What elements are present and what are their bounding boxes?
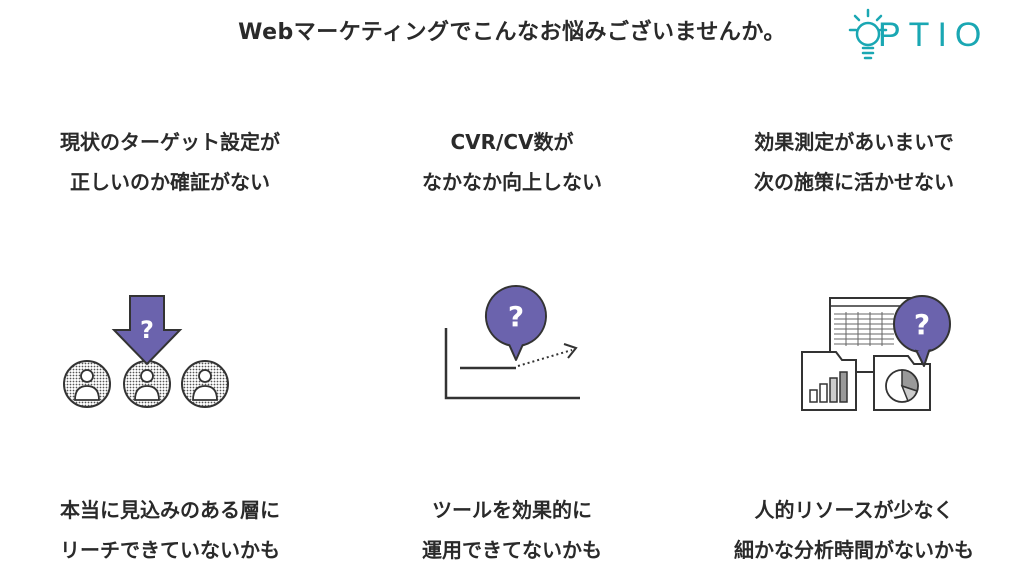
page-title: Webマーケティングでこんなお悩みございませんか。 [238,20,786,45]
cause-line: リーチできていないかも [60,538,280,562]
cause-line: 本当に見込みのある層に [60,498,280,522]
problem-text: 現状のターゲット設定が 正しいのか確証がない [0,122,340,202]
cause-line: 細かな分析時間がないかも [734,538,974,562]
question-mark: ? [508,300,524,333]
question-mark: ? [914,308,930,341]
logo-text: PTIO [878,16,990,54]
cause-text: ツールを効果的に 運用できてないかも [342,490,682,570]
problem-line: 効果測定があいまいで [754,130,954,154]
problem-text: CVR/CV数が なかなか向上しない [342,122,682,202]
problem-line: 正しいのか確証がない [70,170,270,194]
cause-text: 人的リソースが少なく 細かな分析時間がないかも [684,490,1024,570]
cause-line: 人的リソースが少なく [754,498,954,522]
people-arrow-icon: ? [63,295,229,408]
problem-line: CVR/CV数が [450,130,574,154]
report-documents-icon: ? [801,295,951,411]
lightbulb-icon [848,8,888,60]
flat-graph-icon: ? [444,285,580,400]
brand-logo: PTIO [848,4,1018,68]
cause-line: 運用できてないかも [422,538,602,562]
problem-line: なかなか向上しない [422,170,602,194]
problem-line: 現状のターゲット設定が [60,130,280,154]
problem-text: 効果測定があいまいで 次の施策に活かせない [684,122,1024,202]
cause-text: 本当に見込みのある層に リーチできていないかも [0,490,340,570]
cause-line: ツールを効果的に [432,498,592,522]
problem-line: 次の施策に活かせない [754,170,954,194]
question-mark: ? [140,316,154,344]
